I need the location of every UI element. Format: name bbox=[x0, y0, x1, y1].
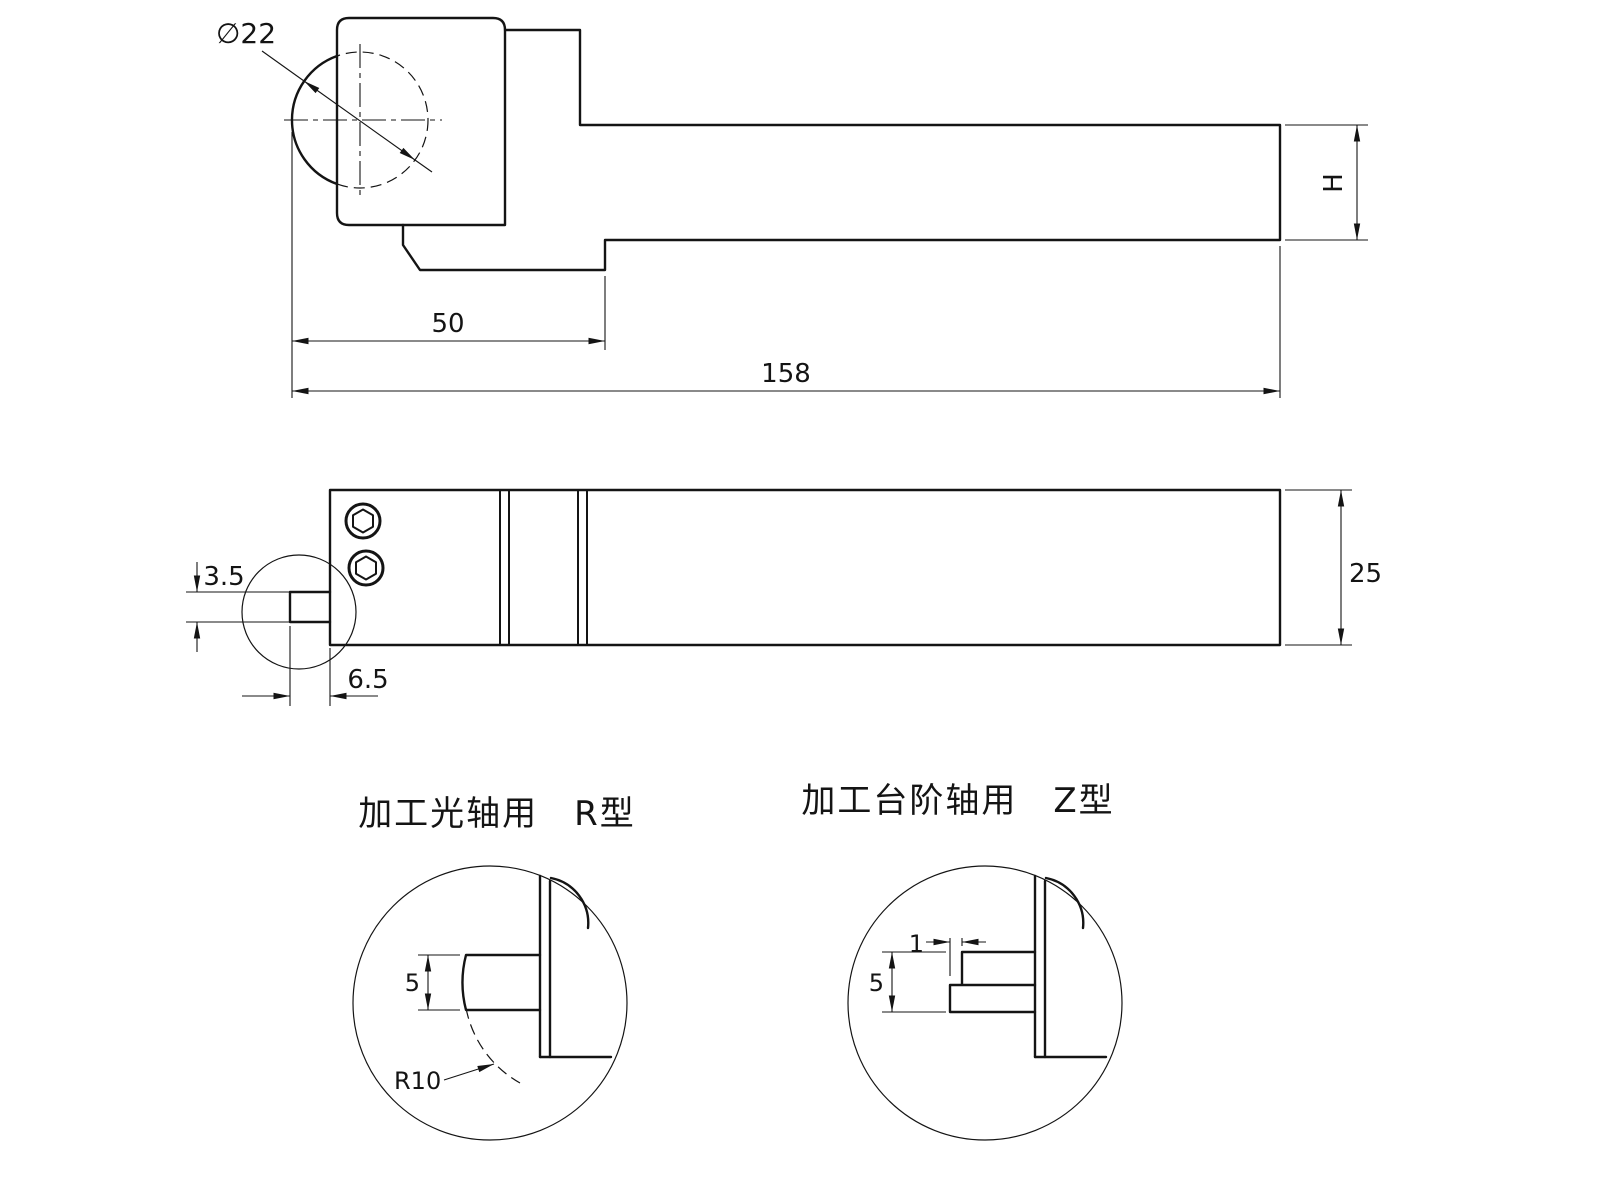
dim-h-label: H bbox=[1319, 173, 1349, 193]
hex-screw-top bbox=[344, 502, 382, 540]
dim-158-label: 158 bbox=[761, 359, 811, 389]
dim-25-label: 25 bbox=[1349, 559, 1382, 589]
detail-z-circle bbox=[847, 865, 1123, 1141]
hex-screw-bottom bbox=[347, 549, 385, 587]
tip-tab-outline bbox=[288, 590, 332, 624]
dim-tab-length-6-5: 6.5 bbox=[242, 626, 389, 706]
side-view: ∅22 50 158 H bbox=[216, 16, 1368, 398]
tip-r-outline bbox=[461, 953, 542, 1012]
detail-r-title: 加工光轴用 R型 bbox=[358, 794, 636, 834]
leader-line bbox=[414, 159, 433, 173]
detail-callout-circle bbox=[241, 554, 357, 670]
plan-view: 3.5 6.5 25 bbox=[186, 488, 1382, 706]
detail-r-circle bbox=[352, 865, 628, 1141]
hex-socket bbox=[355, 555, 377, 581]
dim-6-5-label: 6.5 bbox=[347, 665, 388, 695]
ball-edge-arc bbox=[549, 876, 590, 930]
diameter-label: ∅22 bbox=[216, 17, 276, 50]
dim-radius-r10: R10 bbox=[394, 1063, 495, 1095]
bar-outline bbox=[328, 488, 1282, 647]
dim-tip-height-5-r: 5 bbox=[405, 954, 460, 1011]
r10-label: R10 bbox=[394, 1067, 441, 1095]
detail-view-r: 加工光轴用 R型 5 R10 bbox=[352, 794, 636, 1141]
dim-3-5-label: 3.5 bbox=[203, 562, 244, 592]
dim-step-1: 1 bbox=[909, 930, 986, 976]
screw-head-circle bbox=[344, 502, 382, 540]
detail-view-z: 加工台阶轴用 Z型 5 1 bbox=[801, 781, 1123, 1141]
dim-shank-height-h: H bbox=[1285, 124, 1368, 241]
dim-tab-width-3-5: 3.5 bbox=[186, 562, 292, 652]
head-block-outline bbox=[335, 16, 507, 227]
dim-1-label: 1 bbox=[909, 930, 924, 958]
leader-line bbox=[261, 50, 305, 82]
dim-bar-width-25: 25 bbox=[1285, 489, 1382, 646]
dim-50-label: 50 bbox=[431, 309, 464, 339]
r10-construction-arc bbox=[465, 1007, 521, 1084]
dim-5-label: 5 bbox=[405, 969, 420, 997]
screw-head-circle bbox=[347, 549, 385, 587]
dimension-line bbox=[303, 80, 416, 161]
shank-outline bbox=[401, 28, 1282, 272]
dim-total-length-158: 158 bbox=[292, 246, 1281, 398]
hex-socket bbox=[352, 508, 374, 534]
tip-z-outline bbox=[948, 950, 1037, 1014]
dim-5-label: 5 bbox=[869, 969, 884, 997]
ball-edge-arc bbox=[1044, 876, 1085, 930]
detail-z-title: 加工台阶轴用 Z型 bbox=[801, 781, 1114, 821]
dim-tip-height-5-z: 5 bbox=[869, 951, 946, 1013]
dim-diameter-22: ∅22 bbox=[216, 17, 433, 173]
dim-head-length-50: 50 bbox=[291, 132, 606, 398]
leader-line bbox=[443, 1063, 495, 1081]
